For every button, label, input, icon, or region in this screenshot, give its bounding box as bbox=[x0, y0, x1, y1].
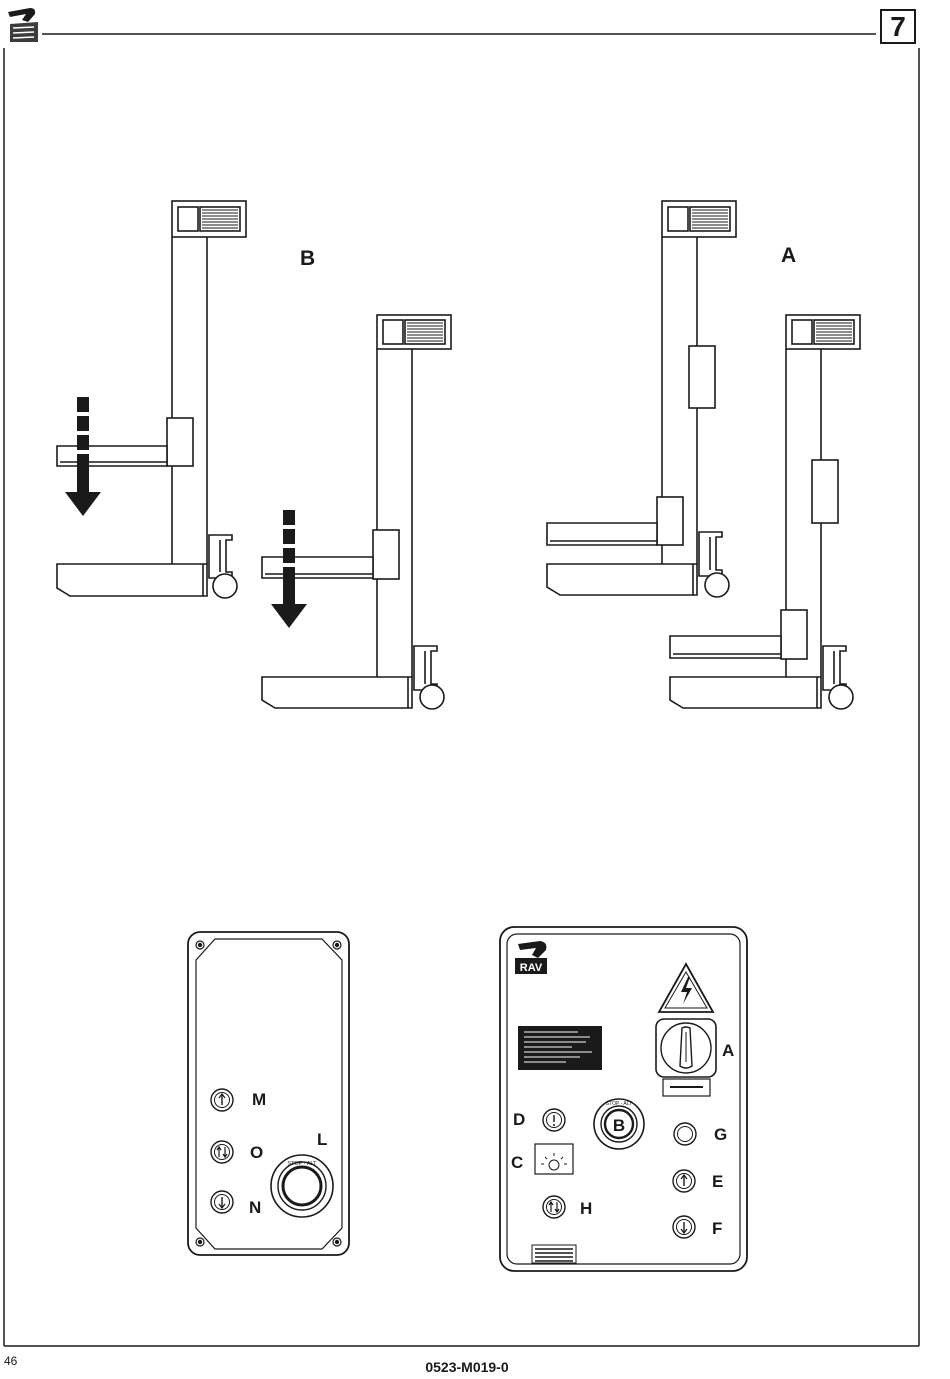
emergency-stop-ring-text: STOP - ALT bbox=[606, 1101, 632, 1107]
label-a: A bbox=[722, 1041, 734, 1060]
lift-figure-a bbox=[547, 201, 860, 709]
pendant-control-panel: STOP - ALT M O N L bbox=[188, 932, 349, 1255]
label-m: M bbox=[252, 1090, 266, 1109]
label-h: H bbox=[580, 1199, 592, 1218]
label-f: F bbox=[712, 1219, 722, 1238]
up-down-button-o[interactable] bbox=[211, 1141, 233, 1163]
main-switch-a[interactable] bbox=[656, 1019, 716, 1096]
lamp-indicator-c bbox=[535, 1144, 573, 1174]
label-d: D bbox=[513, 1110, 525, 1129]
label-n: N bbox=[249, 1198, 261, 1217]
info-label bbox=[518, 1026, 602, 1070]
main-control-panel: RAV bbox=[500, 927, 747, 1271]
button-d[interactable] bbox=[543, 1109, 565, 1131]
emergency-stop-ring-text: STOP - ALT bbox=[287, 1161, 317, 1167]
label-g: G bbox=[714, 1125, 727, 1144]
main-switch-icon bbox=[680, 1027, 692, 1068]
up-button-m[interactable] bbox=[211, 1089, 233, 1111]
label-l: L bbox=[317, 1130, 327, 1149]
vent-label bbox=[532, 1245, 576, 1263]
label-c: C bbox=[511, 1153, 523, 1172]
up-down-button-h[interactable] bbox=[543, 1196, 565, 1218]
down-button-n[interactable] bbox=[211, 1191, 233, 1213]
lift-a-label: A bbox=[781, 244, 796, 267]
header-logo-icon bbox=[8, 8, 38, 42]
emergency-stop-button-b[interactable]: STOP - ALT B bbox=[594, 1099, 644, 1149]
up-button-e[interactable] bbox=[673, 1170, 695, 1192]
label-b: B bbox=[613, 1116, 625, 1135]
label-o: O bbox=[250, 1143, 263, 1162]
lift-column-a1 bbox=[547, 201, 736, 597]
up-icon bbox=[553, 1115, 555, 1126]
label-e: E bbox=[712, 1172, 723, 1191]
emergency-stop-button-l[interactable]: STOP - ALT bbox=[271, 1155, 333, 1217]
page-number-box: 7 bbox=[880, 9, 916, 44]
footer-document-code: 0523-M019-0 bbox=[0, 1359, 934, 1375]
indicator-light-g bbox=[674, 1123, 696, 1145]
lift-figure-b bbox=[57, 201, 451, 709]
lift-b-label: B bbox=[300, 247, 315, 270]
down-button-f[interactable] bbox=[673, 1216, 695, 1238]
rav-logo-text: RAV bbox=[520, 962, 543, 974]
